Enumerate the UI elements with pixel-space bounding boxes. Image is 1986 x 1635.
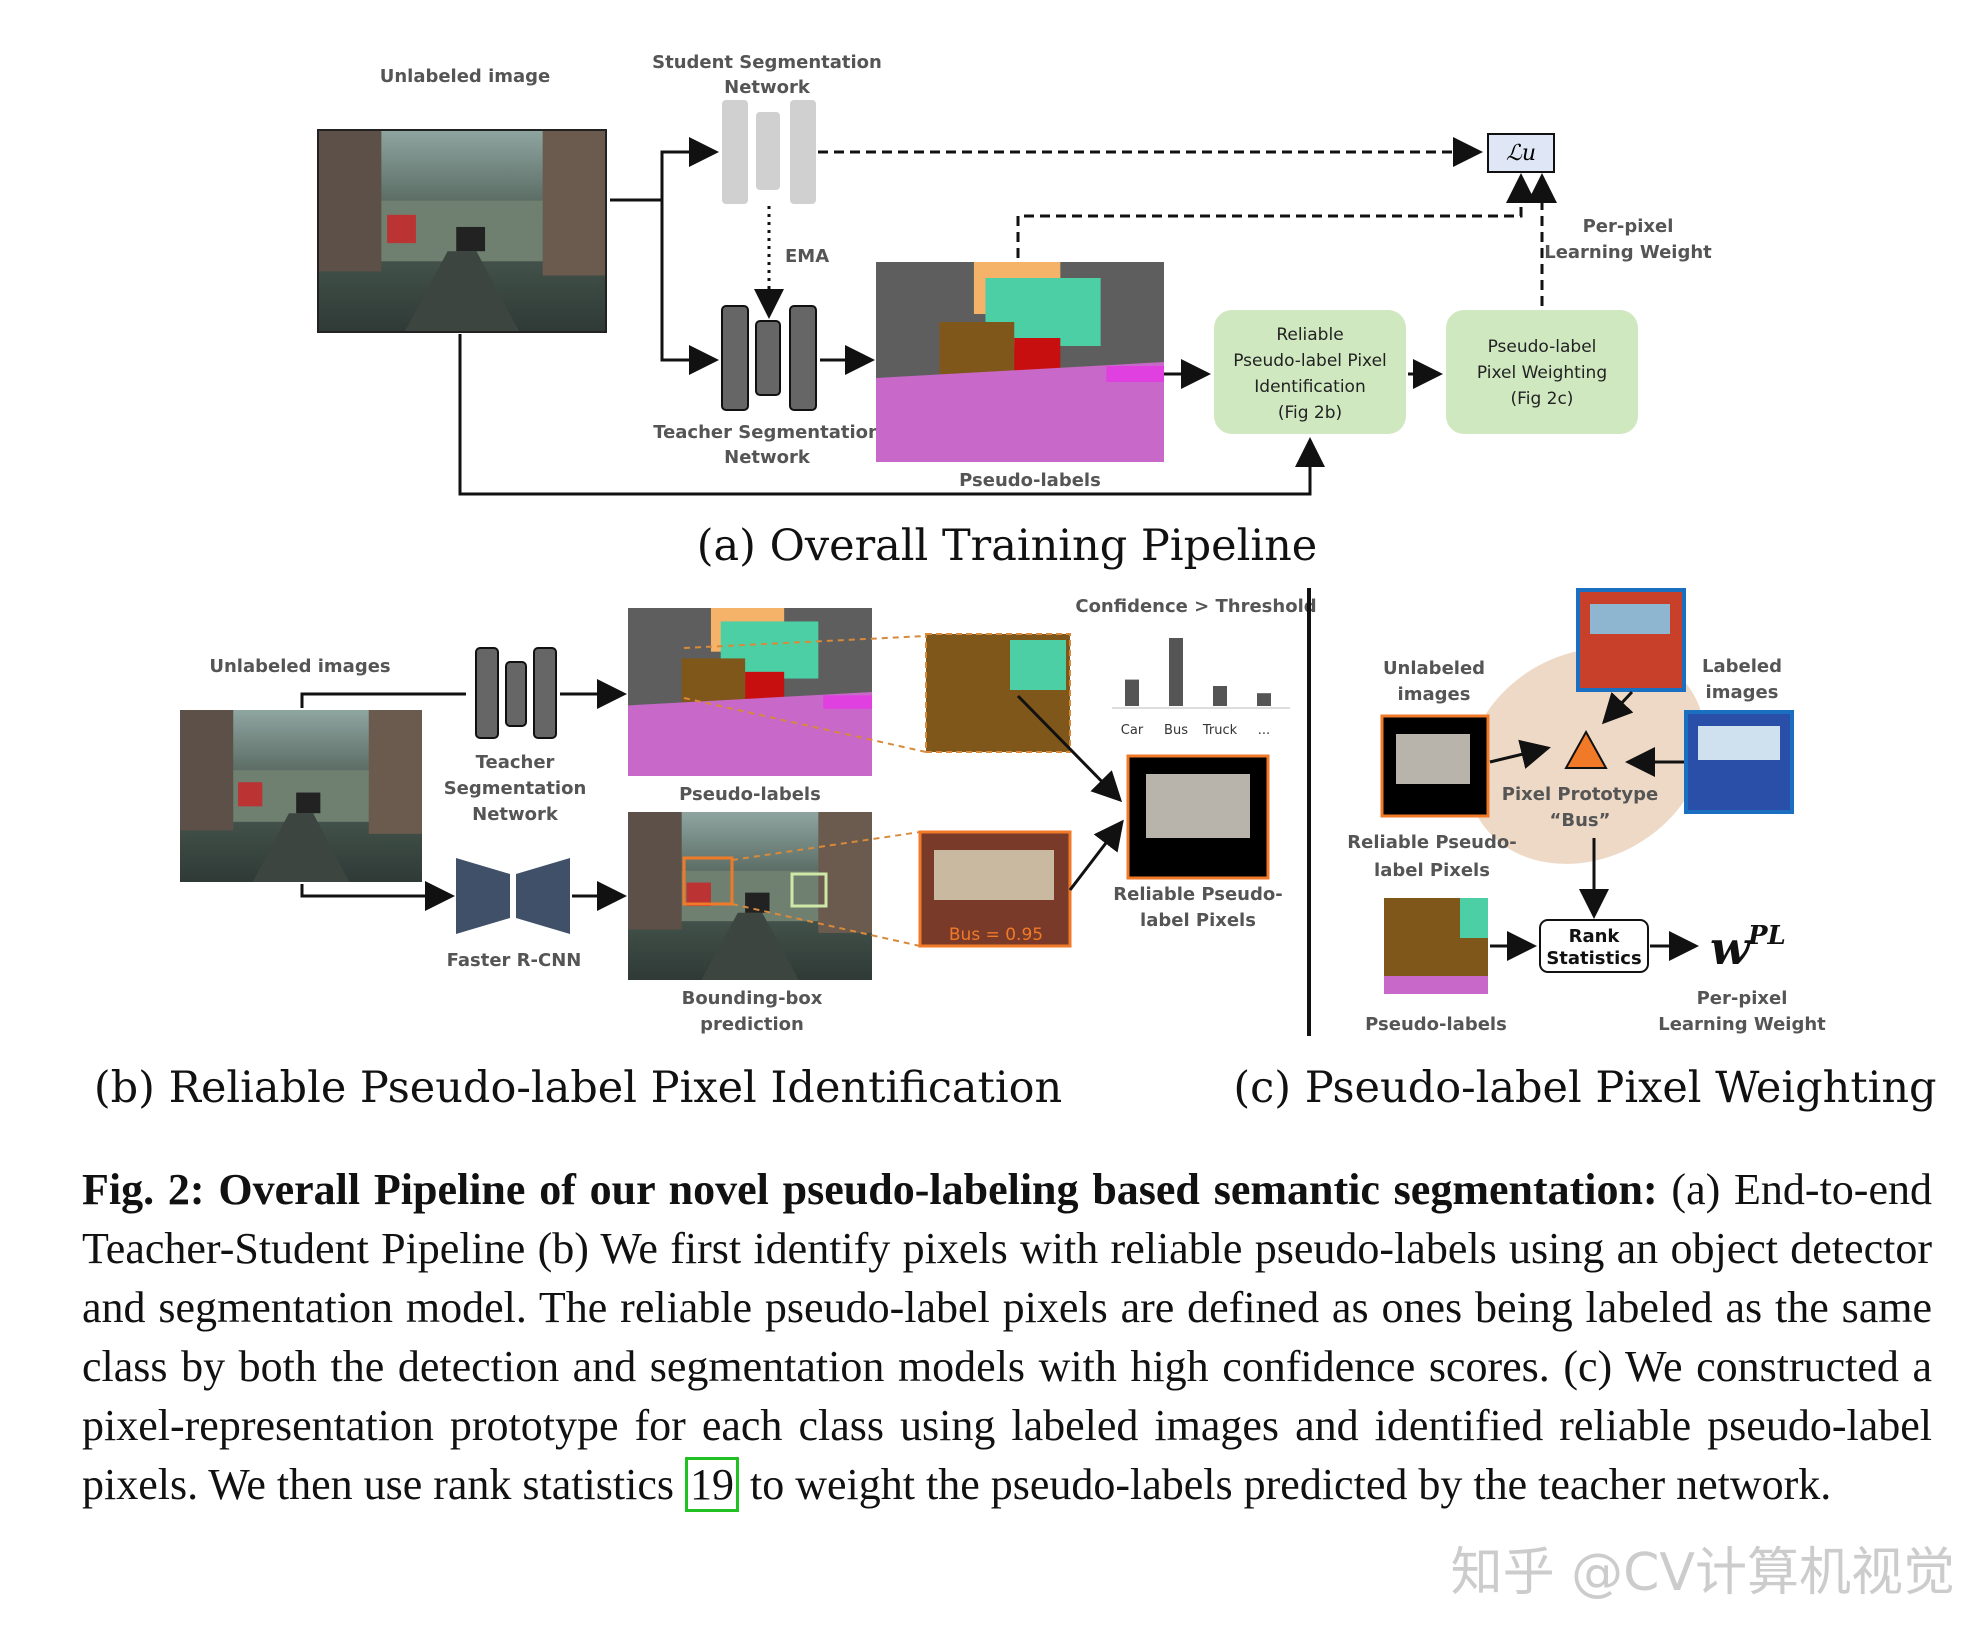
figure-caption: Fig. 2: Overall Pipeline of our novel ps… <box>82 1160 1932 1514</box>
a-student-label-2: Network <box>724 77 811 98</box>
a-ppw-1: Per-pixel <box>1583 216 1674 237</box>
c-labeled-2: images <box>1706 682 1779 703</box>
citation-link[interactable]: 19 <box>684 1457 739 1512</box>
a-teacher-label-2: Network <box>724 447 811 468</box>
a-student-label-1: Student Segmentation <box>652 52 882 73</box>
watermark: 知乎 @CV计算机视觉 <box>1451 1543 1955 1603</box>
bar-label-3: ... <box>1258 723 1270 738</box>
box2-line3: (Fig 2c) <box>1511 389 1574 409</box>
box1-line4: (Fig 2b) <box>1278 403 1342 423</box>
caption-c: (c) Pseudo-label Pixel Weighting <box>1233 1063 1936 1113</box>
b-bbox-2: prediction <box>700 1014 804 1035</box>
bar-label-2: Truck <box>1202 723 1238 738</box>
faster-rcnn-label: Faster R-CNN <box>447 950 582 971</box>
c-unlabeled-1: Unlabeled <box>1383 658 1485 679</box>
a-unlabeled-image <box>318 130 606 332</box>
c-reliable-2: label Pixels <box>1374 860 1490 881</box>
c-pseudo-label: Pseudo-labels <box>1365 1014 1507 1035</box>
rank-statistics-box <box>1539 919 1649 973</box>
rank-2: Statistics <box>1546 948 1641 969</box>
reliable-pixel-id-box <box>1214 310 1406 434</box>
teacher-network-icon <box>721 305 817 411</box>
student-network-icon <box>722 100 816 204</box>
b-pseudo-label: Pseudo-labels <box>679 784 821 805</box>
c-labeled-1: Labeled <box>1702 656 1782 677</box>
box1-line1: Reliable <box>1276 325 1343 345</box>
bar-3 <box>1257 693 1271 706</box>
confidence-threshold-label: Confidence > Threshold <box>1075 596 1316 617</box>
b-teacher-2: Segmentation <box>444 778 587 799</box>
box1-line3: Identification <box>1254 377 1365 397</box>
c-ppw-1: Per-pixel <box>1697 988 1788 1009</box>
a-teacher-label-1: Teacher Segmentation <box>653 422 881 443</box>
box2-line1: Pseudo-label <box>1488 337 1597 357</box>
fig-label: Fig. 2: <box>82 1165 205 1214</box>
bar-2 <box>1213 686 1227 706</box>
a-unlabeled-label: Unlabeled image <box>380 66 551 87</box>
b-unlabeled-label: Unlabeled images <box>209 656 390 677</box>
confidence-bar-chart: Car Bus Truck... <box>1121 638 1271 738</box>
bar-label-0: Car <box>1121 723 1144 738</box>
c-ppw-2: Learning Weight <box>1658 1014 1826 1035</box>
caption-a: (a) Overall Training Pipeline <box>697 521 1317 571</box>
prototype-triangle-icon <box>1564 729 1608 769</box>
a-ppw-2: Learning Weight <box>1544 242 1712 263</box>
faster-rcnn-icon <box>456 858 510 934</box>
rank-1: Rank <box>1569 926 1621 947</box>
c-proto-2: “Bus” <box>1550 810 1611 831</box>
a-pseudo-label-image <box>876 262 1164 462</box>
b-reliable-1: Reliable Pseudo- <box>1113 884 1282 905</box>
b-pseudo-label-image <box>628 608 872 776</box>
b-bbox-1: Bounding-box <box>682 988 823 1009</box>
ema-label: EMA <box>785 246 829 267</box>
unsupervised-loss: ℒu <box>1506 141 1536 166</box>
c-proto-1: Pixel Prototype <box>1502 784 1658 805</box>
c-reliable-1: Reliable Pseudo- <box>1347 832 1516 853</box>
bar-1 <box>1169 638 1183 706</box>
box1-line2: Pseudo-label Pixel <box>1233 351 1387 371</box>
fig-title: Overall Pipeline of our novel pseudo-lab… <box>218 1165 1658 1214</box>
a-pseudo-label: Pseudo-labels <box>959 470 1101 491</box>
unsupervised-loss-box <box>1487 133 1555 173</box>
b-teacher-1: Teacher <box>476 752 555 773</box>
pixel-weighting-box <box>1446 310 1638 434</box>
caption-b: (b) Reliable Pseudo-label Pixel Identifi… <box>94 1063 1062 1113</box>
b-teacher-network-icon <box>475 647 557 739</box>
w-pl-superscript: PL <box>1747 921 1786 951</box>
fig-body-1: (a) End-to-end Teacher-Student Pipeline … <box>82 1165 1932 1509</box>
b-teacher-3: Network <box>472 804 559 825</box>
b-unlabeled-image <box>180 710 422 882</box>
bar-label-1: Bus <box>1164 723 1188 738</box>
w-pl-symbol: w <box>1710 921 1751 975</box>
fig-body-2: to weight the pseudo-labels predicted by… <box>738 1460 1832 1509</box>
box2-line2: Pixel Weighting <box>1477 363 1607 383</box>
c-unlabeled-2: images <box>1398 684 1471 705</box>
bus-confidence: Bus = 0.95 <box>949 925 1043 945</box>
b-bbox-image <box>628 812 872 980</box>
b-reliable-2: label Pixels <box>1140 910 1256 931</box>
bar-0 <box>1125 679 1139 706</box>
